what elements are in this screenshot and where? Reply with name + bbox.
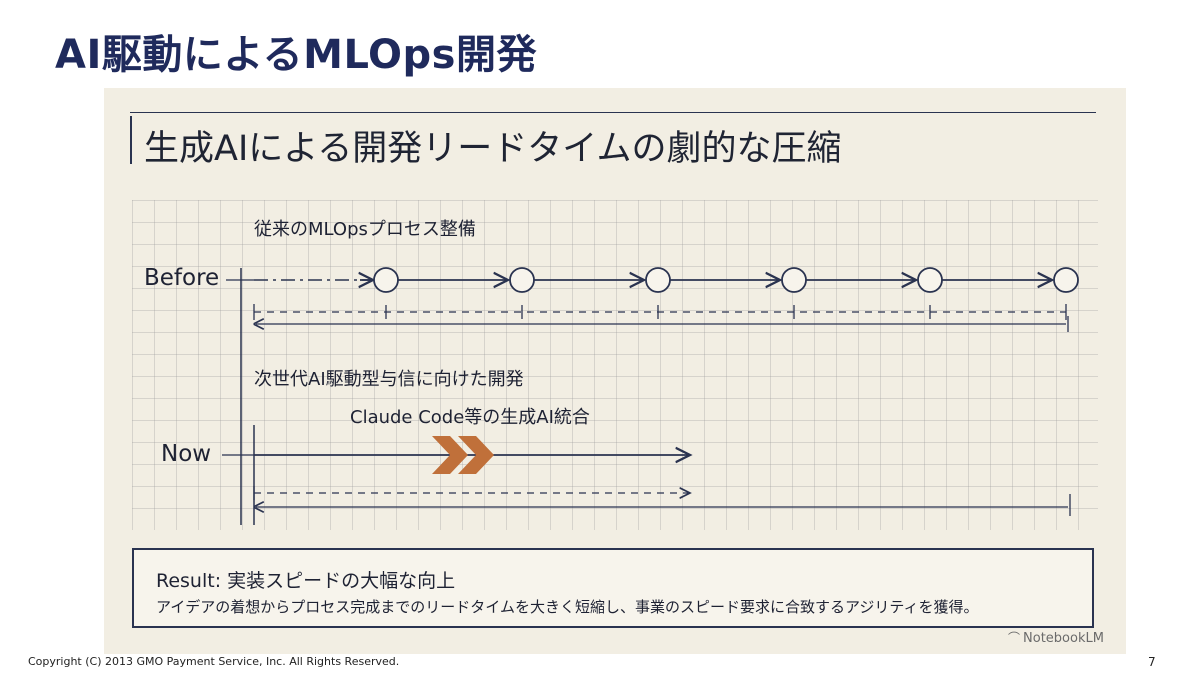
milestone-circle-3	[645, 267, 671, 293]
milestone-circle-4	[781, 267, 807, 293]
watermark-text: NotebookLM	[1023, 631, 1104, 646]
now-caption: 次世代AI駆動型与信に向けた開発	[254, 369, 524, 390]
slide-title: AI駆動によるMLOps開発	[55, 32, 537, 78]
milestone-circle-1	[373, 267, 399, 293]
before-label: Before	[144, 265, 220, 291]
now-label: Now	[161, 441, 212, 467]
panel-title: 生成AIによる開発リードタイムの劇的な圧縮	[144, 129, 842, 169]
grid-background	[132, 200, 1098, 530]
milestone-circle-6	[1053, 267, 1079, 293]
notebooklm-watermark: ⌒NotebookLM	[1008, 629, 1104, 646]
copyright-footer: Copyright (C) 2013 GMO Payment Service, …	[28, 655, 400, 668]
milestone-circle-5	[917, 267, 943, 293]
now-sub-caption: Claude Code等の生成AI統合	[350, 407, 590, 428]
page-number: 7	[1148, 655, 1156, 669]
result-body: アイデアの着想からプロセス完成までのリードタイムを大きく短縮し、事業のスピード要…	[156, 598, 979, 616]
milestone-circle-2	[509, 267, 535, 293]
notebooklm-logo-icon: ⌒	[1008, 631, 1021, 645]
before-milestones	[360, 267, 1079, 293]
before-interval-dashed	[253, 304, 1067, 320]
result-title: Result: 実装スピードの大幅な向上	[156, 570, 456, 592]
title-bracket-left	[130, 116, 132, 164]
result-box: Result: 実装スピードの大幅な向上 アイデアの着想からプロセス完成までのリ…	[132, 548, 1094, 628]
double-chevron-icon	[432, 436, 494, 474]
title-bracket-top	[130, 112, 1096, 113]
before-caption: 従来のMLOpsプロセス整備	[254, 219, 476, 240]
